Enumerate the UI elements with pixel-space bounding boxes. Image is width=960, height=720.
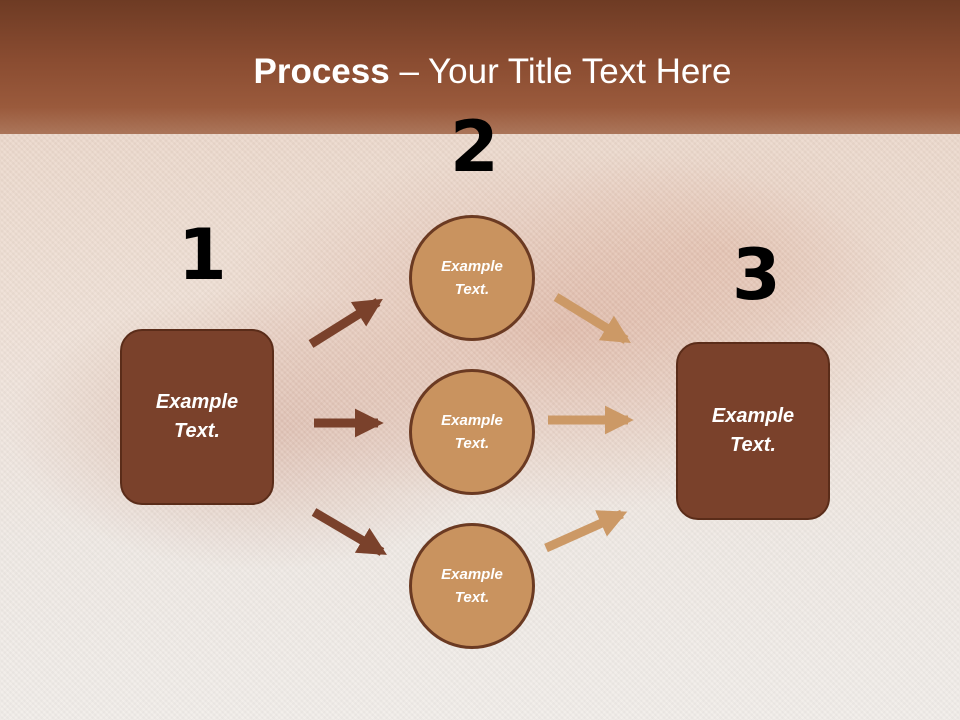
arrow-right-lower (544, 509, 628, 553)
circle-middle: Example Text. (409, 369, 535, 495)
arrow-left-upper (308, 298, 383, 348)
circle-bottom-text: Example Text. (427, 563, 517, 609)
step-number-1: 1 (178, 214, 227, 296)
circle-bottom-line1: Example (441, 566, 503, 583)
box-left-text: Example Text. (137, 388, 257, 446)
box-left: Example Text. (120, 329, 274, 505)
title-bold: Process (253, 52, 390, 91)
step-number-3: 3 (732, 234, 781, 316)
title-band (0, 0, 960, 134)
arrow-left-lower (311, 508, 387, 556)
circle-top-line2: Text. (454, 281, 490, 298)
step-number-2: 2 (450, 106, 499, 188)
slide-title: Process – Your Title Text Here (0, 52, 960, 92)
box-right: Example Text. (676, 342, 830, 520)
box-right-line1: Example (711, 405, 795, 427)
circle-middle-line2: Text. (454, 435, 490, 452)
circle-top-text: Example Text. (427, 255, 517, 301)
circle-middle-line1: Example (441, 412, 503, 429)
circle-middle-text: Example Text. (427, 409, 517, 455)
circle-bottom-line2: Text. (454, 589, 490, 606)
box-right-line2: Text. (730, 434, 776, 456)
circle-top: Example Text. (409, 215, 535, 341)
box-right-text: Example Text. (693, 402, 813, 460)
circle-bottom: Example Text. (409, 523, 535, 649)
box-left-line1: Example (155, 391, 239, 413)
title-rest: – Your Title Text Here (389, 52, 732, 91)
circle-top-line1: Example (441, 258, 503, 275)
arrow-right-upper (553, 293, 631, 344)
box-left-line2: Text. (174, 420, 220, 442)
